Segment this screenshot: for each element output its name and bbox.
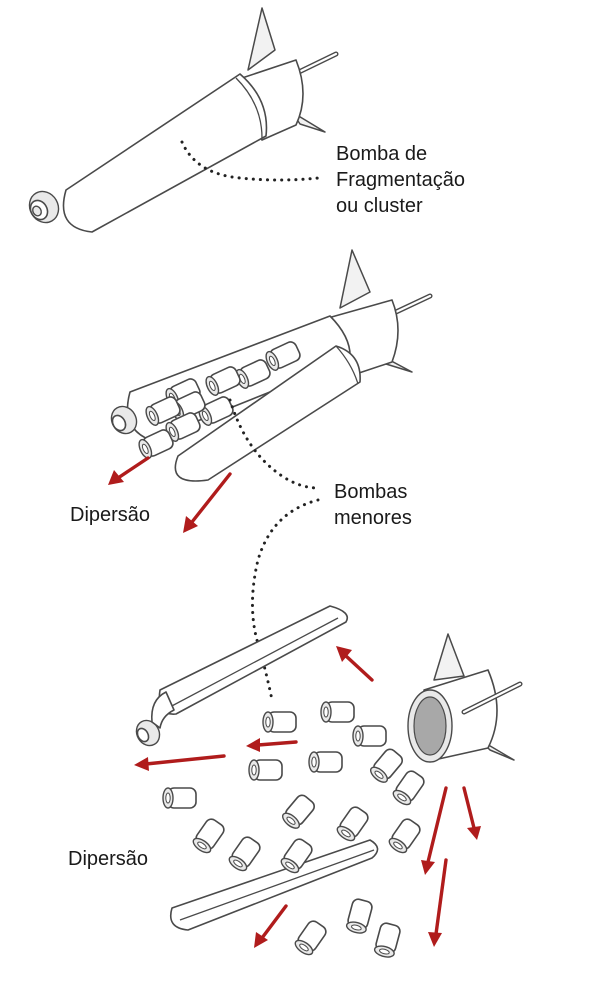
leader-line-bombs-top	[228, 398, 320, 490]
label-dispersion-bottom: Dipersão	[68, 848, 148, 870]
dispersion-arrows-bottom	[134, 646, 481, 948]
dispersed-bomb-parts	[135, 605, 523, 960]
label-dispersion-top: Dipersão	[70, 504, 150, 526]
dispersion-arrows-top	[108, 456, 232, 533]
leader-line-cluster	[180, 140, 320, 182]
intact-cluster-bomb	[28, 7, 339, 233]
label-smaller-bombs: Bombas menores	[334, 481, 413, 529]
label-cluster-bomb: Bomba de Fragmentação ou cluster	[336, 143, 471, 217]
leader-line-bombs-bottom	[251, 498, 320, 702]
opening-cluster-bomb	[110, 249, 433, 482]
